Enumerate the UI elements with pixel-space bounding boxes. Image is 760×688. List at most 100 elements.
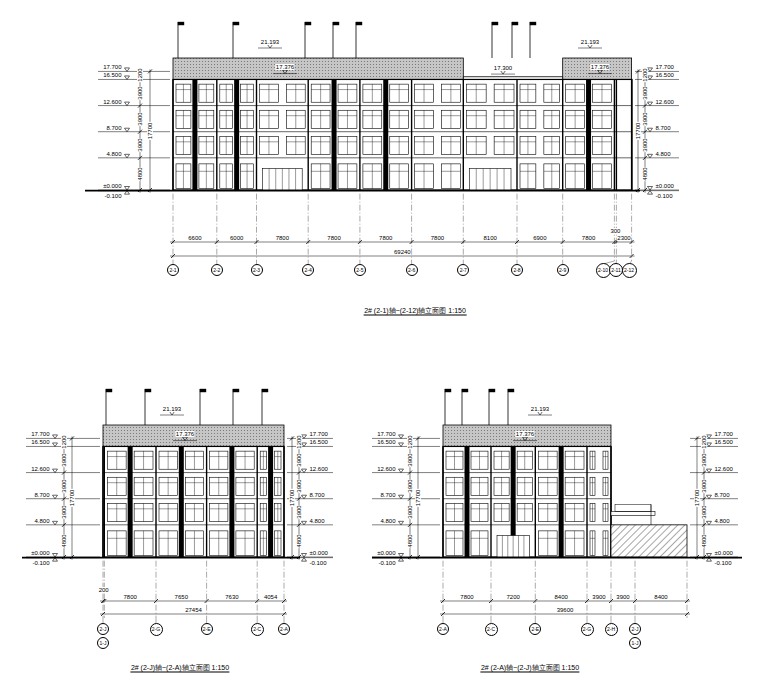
window-transom — [338, 89, 357, 90]
window-mullion — [399, 84, 400, 102]
door-mullion — [288, 169, 289, 190]
dimension-line — [170, 242, 635, 243]
window-transom — [390, 171, 409, 172]
dimension: 1200 — [642, 68, 648, 82]
roof-flag — [489, 389, 495, 392]
dimension-tick — [585, 599, 589, 603]
roof-flag — [305, 22, 311, 25]
dimension-tick — [685, 612, 689, 616]
window-transom — [210, 508, 228, 509]
window — [538, 503, 557, 521]
window — [241, 164, 254, 189]
column-line — [172, 79, 173, 190]
window-mullion — [247, 110, 248, 128]
axis-label: 2-1 — [169, 268, 176, 273]
window-transom — [466, 89, 486, 90]
window-transom — [220, 171, 233, 172]
dimension: 17700 — [69, 489, 75, 507]
elevation-mark: ±0.000 — [103, 183, 122, 189]
elevation-view — [85, 22, 679, 260]
dimension: 3900 — [642, 138, 648, 152]
window — [544, 110, 560, 128]
window — [603, 503, 608, 521]
window-transom — [107, 482, 126, 483]
window — [446, 531, 463, 556]
dimension: 3900 — [592, 594, 606, 600]
window-mullion — [116, 531, 117, 556]
window-transom — [538, 482, 557, 483]
dimension-tick — [215, 240, 219, 244]
axis-extension — [206, 561, 207, 618]
window-mullion — [218, 503, 219, 521]
level-triangle — [302, 443, 307, 447]
elevation-mark: 16.500 — [655, 72, 674, 78]
window-mullion — [245, 451, 246, 469]
window-transom — [311, 141, 330, 142]
window-mullion — [206, 136, 207, 154]
window-transom — [210, 456, 228, 457]
window-mullion — [601, 110, 602, 128]
dimension: 3900 — [61, 478, 67, 492]
window — [210, 531, 228, 556]
column-line — [155, 446, 156, 557]
door-mullion — [275, 169, 276, 190]
window-transom — [199, 171, 214, 172]
window-mullion — [574, 477, 575, 495]
window-mullion — [143, 477, 144, 495]
dimension: 3900 — [137, 85, 143, 99]
window-transom — [311, 171, 330, 172]
window — [311, 84, 330, 102]
level-leader — [635, 105, 679, 106]
window-transom — [565, 456, 584, 457]
window-mullion — [601, 164, 602, 189]
axis-extension — [284, 561, 285, 618]
dimension-line — [170, 256, 635, 257]
axis-label: 2-E — [531, 627, 539, 632]
window — [241, 110, 254, 128]
window — [260, 451, 266, 469]
window-mullion — [450, 136, 451, 154]
level-triangle — [501, 71, 506, 75]
window — [107, 477, 126, 495]
roof-flag-pole — [200, 389, 201, 425]
window-transom — [471, 508, 488, 509]
axis-label: 2-12 — [624, 268, 634, 273]
window — [159, 477, 177, 495]
window-mullion — [295, 84, 296, 102]
window — [603, 531, 608, 556]
window — [363, 164, 382, 189]
dimension-line — [440, 614, 690, 615]
roof-flag-pole — [462, 389, 463, 425]
dimension-tick — [515, 240, 519, 244]
window — [220, 164, 233, 189]
window-mullion — [501, 477, 502, 495]
window-transom — [590, 456, 595, 457]
window-mullion — [295, 136, 296, 154]
window — [565, 477, 584, 495]
axis-label: 1-J — [100, 641, 107, 646]
window-transom — [466, 141, 486, 142]
level-leader — [287, 524, 333, 525]
column-line — [614, 79, 615, 190]
roof-flag — [178, 22, 184, 25]
elevation-mark: 4.800 — [655, 151, 671, 157]
window — [236, 451, 254, 469]
window-transom — [390, 141, 409, 142]
window-transom — [199, 89, 214, 90]
roof-flag — [200, 389, 206, 392]
column-line — [359, 79, 360, 190]
window-transom — [199, 141, 214, 142]
window — [338, 110, 357, 128]
column-line — [283, 446, 284, 557]
window-transom — [338, 171, 357, 172]
dimension: 7800 — [581, 235, 595, 241]
canopy — [611, 511, 655, 515]
window-mullion — [476, 84, 477, 102]
elevation-mark: -0.100 — [309, 560, 327, 566]
level-leader — [26, 557, 100, 558]
window-transom — [494, 89, 514, 90]
axis-bubble: 2-H — [605, 623, 618, 636]
window-transom — [593, 89, 612, 90]
window-mullion — [218, 477, 219, 495]
